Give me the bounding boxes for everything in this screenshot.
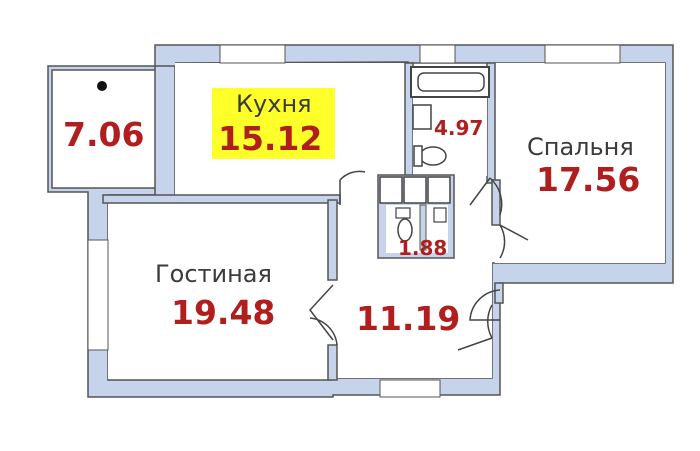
bedroom-area: 17.56 xyxy=(536,160,641,199)
living-area: 19.48 xyxy=(171,293,276,332)
windows xyxy=(87,44,621,398)
wc-cabinets xyxy=(379,176,451,204)
living-name: Гостиная xyxy=(155,260,272,288)
kitchen-area: 15.12 xyxy=(218,119,323,158)
kitchen-highlight xyxy=(212,88,335,159)
bedroom-name: Спальня xyxy=(527,133,634,161)
balcony-area: 7.06 xyxy=(63,115,145,154)
bedroom-floor xyxy=(495,63,665,263)
wc-partition xyxy=(419,204,427,251)
bathroom-toilet xyxy=(419,146,447,166)
wc-toilet xyxy=(397,218,413,242)
wc-sink xyxy=(395,207,411,219)
bathtub-inner xyxy=(417,72,485,92)
wc-area: 1.88 xyxy=(398,236,448,260)
doors xyxy=(309,170,529,351)
wc-sink-2 xyxy=(433,207,447,223)
hall-area: 11.19 xyxy=(356,299,461,338)
sink xyxy=(412,104,432,130)
bathroom-area: 4.97 xyxy=(434,116,484,140)
living-floor xyxy=(108,203,333,379)
drain-dot xyxy=(97,81,107,91)
balcony-door-jamb xyxy=(154,65,176,197)
bathroom-toilet-tank xyxy=(413,145,423,167)
kitchen-name: Кухня xyxy=(236,90,312,118)
